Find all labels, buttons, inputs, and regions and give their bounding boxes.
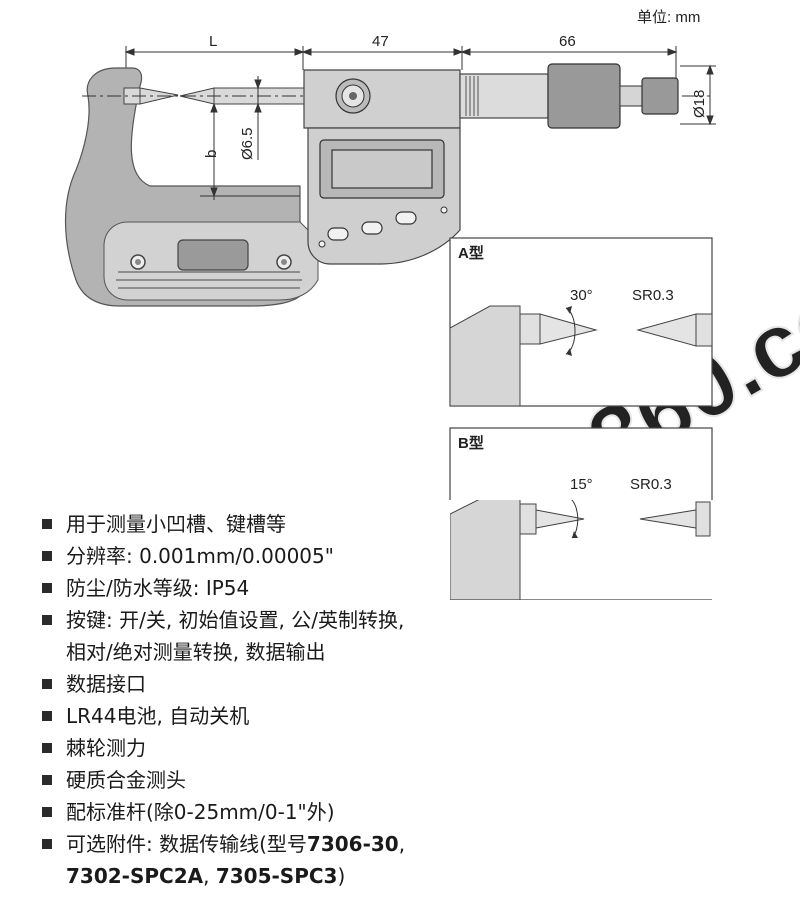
separator: , xyxy=(398,832,406,856)
type-a-title: A型 xyxy=(458,244,484,262)
feature-item: 硬质合金测头 xyxy=(40,764,560,796)
feature-text: 用于测量小凹槽、键槽等 xyxy=(66,512,286,536)
separator: , xyxy=(203,864,216,888)
sleeve xyxy=(459,73,549,119)
type-a-angle: 30° xyxy=(570,287,593,304)
type-b-drawing xyxy=(450,500,712,600)
feature-item: 配标准杆(除0-25mm/0-1"外) xyxy=(40,796,560,828)
button-dot-1 xyxy=(318,240,326,248)
ratchet-neck xyxy=(619,85,643,107)
feature-text: 配标准杆(除0-25mm/0-1"外) xyxy=(66,800,335,824)
top-dimensions xyxy=(124,46,678,92)
feature-text: 分辨率: 0.001mm/0.00005" xyxy=(66,544,334,568)
dimension-b: b xyxy=(203,150,220,158)
type-a-panel xyxy=(449,237,713,407)
feature-item: 可选附件: 数据传输线(型号7306-30, 7302-SPC2A, 7305-… xyxy=(40,828,560,892)
thimble xyxy=(547,63,621,129)
feature-item: 按键: 开/关, 初始值设置, 公/英制转换, 相对/绝对测量转换, 数据输出 xyxy=(40,604,560,668)
feature-text: 相对/绝对测量转换, 数据输出 xyxy=(66,640,326,664)
feature-text: 硬质合金测头 xyxy=(66,768,186,792)
unit-label: 单位: mm xyxy=(637,9,700,26)
feature-item: 数据接口 xyxy=(40,668,560,700)
sleeve-graduations xyxy=(465,76,479,116)
thimble-diameter-dimension xyxy=(680,64,716,126)
function-buttons xyxy=(327,211,417,241)
lcd-screen xyxy=(331,149,433,189)
feature-item: 用于测量小凹槽、键槽等 xyxy=(40,508,560,540)
ratchet-stop xyxy=(641,77,679,115)
dimension-spindle-diameter: Ø6.5 xyxy=(239,127,256,160)
feature-item: 防尘/防水等级: IP54 xyxy=(40,572,560,604)
type-b-title: B型 xyxy=(458,434,484,452)
closing-paren: ) xyxy=(337,864,346,888)
feature-text: 数据接口 xyxy=(66,672,146,696)
label-plate xyxy=(177,239,249,271)
button-dot-2 xyxy=(440,206,448,214)
feature-text: 棘轮测力 xyxy=(66,736,146,760)
model-number: 7306-30 xyxy=(306,832,399,856)
feature-item: LR44电池, 自动关机 xyxy=(40,700,560,732)
micrometer-diagram: www.zkh360.com 单位: mm L 47 66 Ø18 xyxy=(64,9,800,500)
feature-text: 可选附件: 数据传输线(型号7306-30, xyxy=(66,828,560,860)
feature-item: 棘轮测力 xyxy=(40,732,560,764)
type-b-angle: 15° xyxy=(570,476,593,493)
feature-item: 分辨率: 0.001mm/0.00005" xyxy=(40,540,560,572)
dimension-diameter-18: Ø18 xyxy=(691,90,708,118)
model-number: 7305-SPC3 xyxy=(215,864,338,888)
feature-text: 按键: 开/关, 初始值设置, 公/英制转换, xyxy=(66,608,405,632)
accessory-prefix: 可选附件: 数据传输线(型号 xyxy=(66,832,307,856)
feature-list: 用于测量小凹槽、键槽等 分辨率: 0.001mm/0.00005" 防尘/防水等… xyxy=(40,508,560,892)
dimension-L: L xyxy=(209,33,217,50)
type-a-radius: SR0.3 xyxy=(632,287,674,304)
type-b-panel xyxy=(449,427,713,500)
feature-text: 防尘/防水等级: IP54 xyxy=(66,576,250,600)
model-number: 7302-SPC2A xyxy=(66,864,204,888)
dimension-66: 66 xyxy=(559,33,576,50)
feature-text: 7302-SPC2A, 7305-SPC3) xyxy=(66,860,560,892)
grip-ridges xyxy=(116,271,302,289)
spindle-dimensions xyxy=(200,76,300,200)
type-b-radius: SR0.3 xyxy=(630,476,672,493)
dimension-47: 47 xyxy=(372,33,389,50)
micrometer-head xyxy=(303,69,461,129)
feature-text: LR44电池, 自动关机 xyxy=(66,704,250,728)
